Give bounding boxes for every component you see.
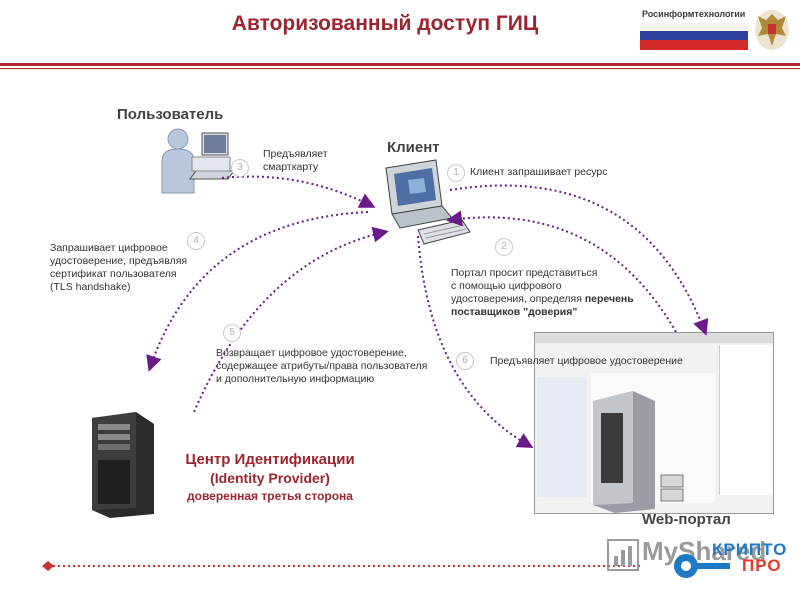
step-4-text: Запрашивает цифровое удостоверение, пред…	[50, 242, 188, 293]
step-5-marker: 5	[223, 324, 241, 342]
step-5-text: Возвращает цифровое удостоверение, содер…	[216, 347, 428, 385]
browser-titlebar	[535, 333, 773, 343]
header-rule-thin	[0, 68, 800, 69]
arrow-step-1	[449, 184, 709, 336]
arrow-step-2	[446, 210, 677, 333]
arrow-step-3	[221, 175, 376, 208]
step-4-marker: 4	[187, 232, 205, 250]
step-6-text: Предъявляет цифровое удостоверение	[490, 355, 683, 367]
step-2-text: Портал просит представиться с помощью ци…	[451, 267, 634, 318]
flag-stripe-blue	[640, 31, 748, 40]
page-title: Авторизованный доступ ГИЦ	[231, 12, 539, 35]
step-1-text: Клиент запрашивает ресурс	[470, 166, 608, 178]
flag-stripe-white	[640, 23, 748, 31]
brand-name: Росинформтехнологии	[642, 9, 746, 19]
web-portal-screenshot	[534, 332, 774, 514]
client-label: Клиент	[387, 139, 440, 156]
footer-line-marker	[42, 561, 54, 571]
chart-logo-icon	[607, 539, 639, 571]
user-label: Пользователь	[117, 106, 224, 123]
idp-role: доверенная третья сторона	[187, 489, 353, 503]
arrow-step-5	[193, 226, 389, 413]
step-3-text: Предъявляет смарткарту	[263, 148, 328, 173]
step-3-marker: 3	[231, 159, 249, 177]
header-rule	[0, 63, 800, 66]
idp-title: Центр Идентификации	[185, 451, 355, 468]
step-2-marker: 2	[495, 238, 513, 256]
identity-provider-label: Центр Идентификации (Identity Provider) …	[150, 450, 390, 505]
web-portal-label: Web-портал	[642, 511, 731, 528]
portal-left-nav	[537, 377, 587, 497]
key-logo-icon	[674, 554, 730, 578]
step-1-marker: 1	[447, 164, 465, 182]
user-figure-icon	[161, 128, 234, 194]
arrow-step-4	[146, 211, 369, 372]
cryptopro-logo-top: КРИПТО	[712, 540, 788, 559]
server-tower-icon	[92, 412, 154, 518]
coat-of-arms-icon	[755, 10, 789, 50]
server-rack-icon	[593, 391, 684, 513]
step-6-marker: 6	[456, 352, 474, 370]
idp-subtitle: (Identity Provider)	[210, 470, 330, 486]
brand-logo: Росинформтехнологии	[638, 6, 794, 56]
watermark-text: MyShared	[642, 536, 767, 566]
portal-right-nav	[719, 345, 772, 495]
cryptopro-logo-bottom: ПРО	[742, 556, 782, 575]
flag-stripe-red	[640, 40, 748, 50]
